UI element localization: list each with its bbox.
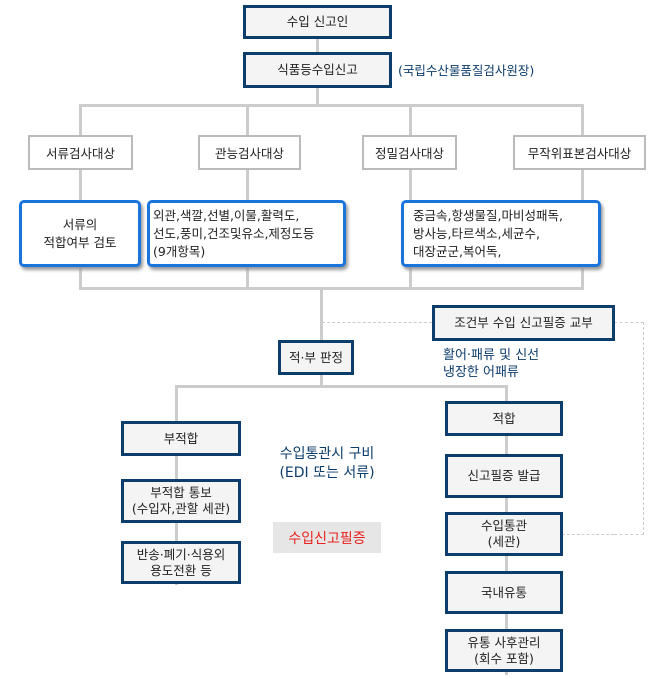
judgement-box: 적·부 판정 [278,340,354,375]
category-precise: 정밀검사대상 [362,135,457,170]
connector [79,287,584,290]
pass-box: 적합 [445,401,563,436]
dashed-connector [562,534,614,535]
sensory-detail: 외관,색깔,선별,이물,활력도, 선도,풍미,건조및유소,제정도등 (9개항목) [147,200,346,267]
connector [79,104,584,107]
category-sensory: 관능검사대상 [198,135,301,170]
conditional-box: 조건부 수입 신고필증 교부 [432,305,615,341]
connector [246,104,249,290]
connector [320,287,323,341]
center-note: 수입통관시 구비 (EDI 또는 서류) [279,446,375,481]
aftercare-box: 유통 사후관리 (회수 포함) [445,629,563,672]
fail-notice-box: 부적합 통보 (수입자,관할 세관) [121,479,241,523]
issue-box: 신고필증 발급 [445,454,563,498]
category-random: 무작위표본검사대상 [513,135,646,170]
category-document: 서류검사대상 [28,135,133,170]
fail-action-box: 반송·폐기·식용외 용도전환 등 [121,541,241,584]
certificate-label: 수입신고필증 [273,522,381,553]
fail-box: 부적합 [121,421,241,456]
connector [581,104,584,290]
connector [409,104,412,290]
connector [316,38,319,52]
declaration-box: 식품등수입신고 [243,52,392,88]
connector [79,104,82,290]
dashed-connector [614,322,644,535]
precise-detail: 중금속,항생물질,마비성패독, 방사능,타르색소,세균수, 대장균군,복어독, [401,200,601,267]
importer-box: 수입 신고인 [243,5,392,39]
dashed-connector [322,322,432,323]
connector [320,374,323,387]
document-detail: 서류의 적합여부 검토 [19,200,141,267]
authority-label: (국립수산물품질검사원장) [398,63,535,78]
distribution-box: 국내유통 [445,571,563,614]
conditional-note: 활어·패류 및 신선 냉장한 어패류 [443,348,540,380]
customs-box: 수입통관 (세관) [445,512,563,556]
connector [175,385,508,388]
connector [316,87,319,105]
